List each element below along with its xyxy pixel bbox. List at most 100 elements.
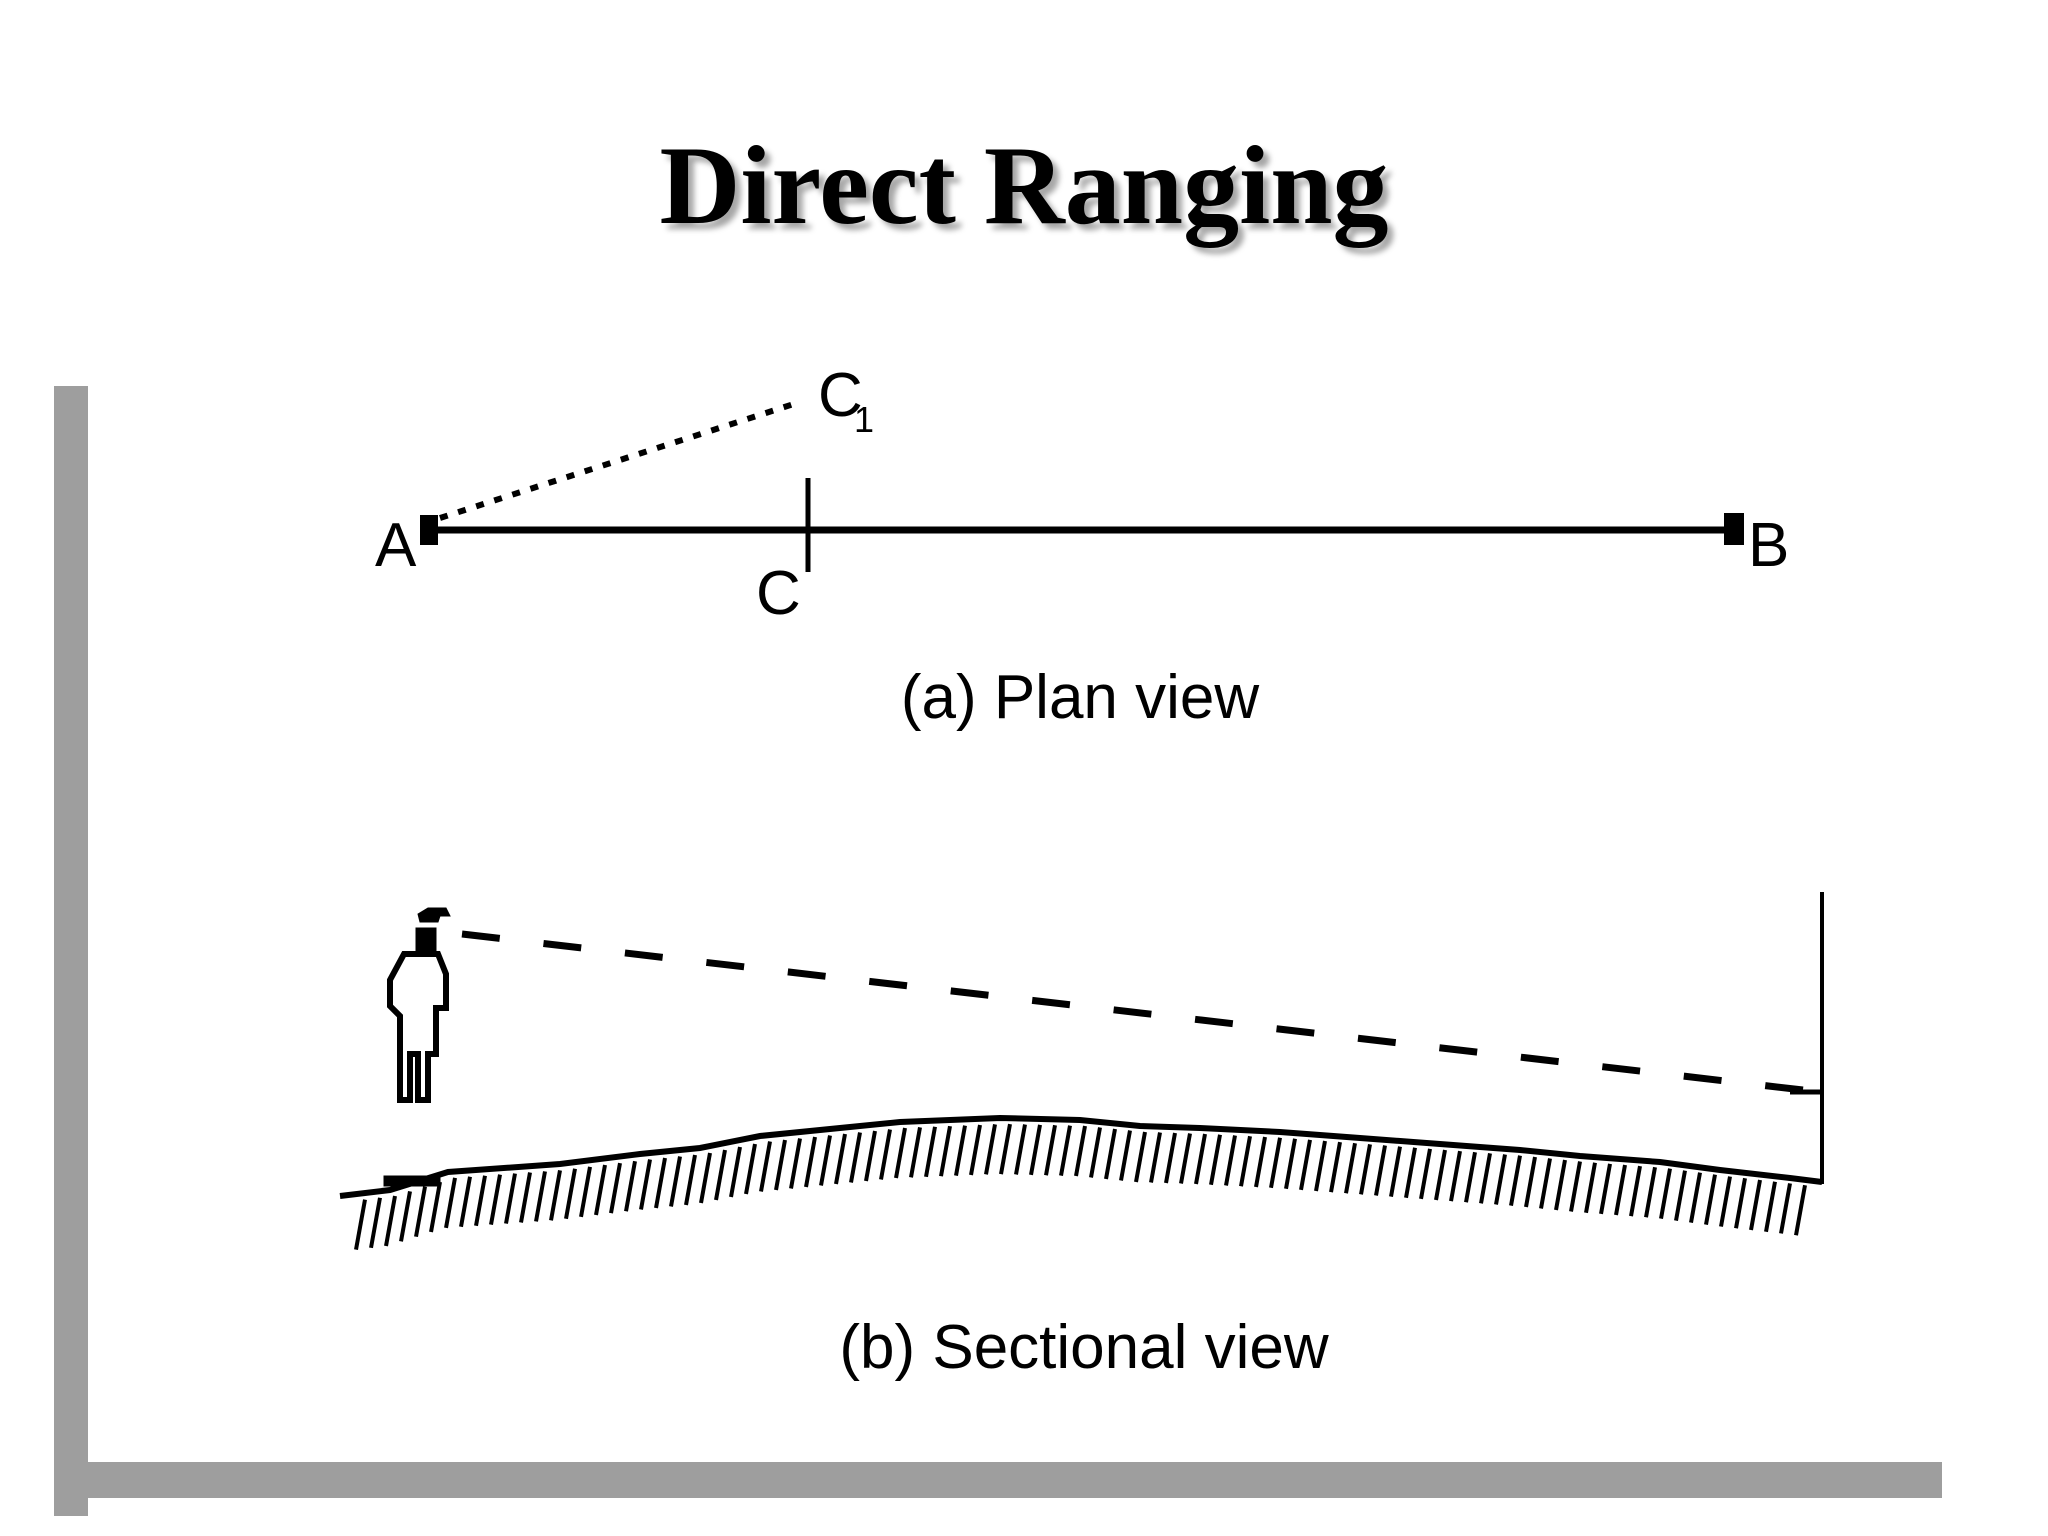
- ground-hatch-stroke: [759, 1141, 772, 1192]
- ground-hatch-stroke: [1509, 1155, 1522, 1206]
- ground-hatch-stroke: [504, 1173, 517, 1224]
- ground-hatch-stroke: [849, 1132, 862, 1183]
- sectional-view: (b) Sectional view: [339, 892, 1824, 1382]
- ground-hatch-stroke: [939, 1125, 952, 1177]
- sectional-view-caption: (b) Sectional view: [839, 1313, 1329, 1382]
- ground-hatch-stroke: [984, 1124, 997, 1175]
- ground-hatch-stroke: [1464, 1151, 1477, 1203]
- observer-figure: [383, 907, 451, 1187]
- ground-hatch-stroke: [1239, 1135, 1252, 1187]
- ground-hatch-stroke: [384, 1195, 397, 1247]
- ground-hatch-stroke: [639, 1159, 652, 1210]
- ground-hatch-stroke: [459, 1176, 472, 1228]
- ground-hatch-stroke: [1494, 1154, 1507, 1205]
- plan-view-caption: (a) Plan view: [901, 663, 1260, 732]
- ground-hatch-stroke: [1479, 1153, 1492, 1204]
- ground-hatch-stroke: [1614, 1164, 1627, 1216]
- ground-hatch-stroke: [1074, 1125, 1087, 1177]
- ground-hatch-stroke: [1269, 1137, 1282, 1189]
- ground-hatch-stroke: [864, 1130, 877, 1182]
- ground-surface: [339, 1114, 1823, 1199]
- ground-hatch-stroke: [1434, 1149, 1447, 1201]
- ground-hatch-stroke: [1179, 1133, 1192, 1184]
- ground-hatch-stroke: [1419, 1148, 1432, 1200]
- ground-hatch-stroke: [774, 1139, 787, 1191]
- ground-hatch-stroke: [804, 1136, 817, 1188]
- ground-hatch-stroke: [549, 1170, 562, 1221]
- ground-hatch-stroke: [354, 1199, 367, 1250]
- point-c1-subscript: 1: [854, 399, 874, 440]
- ground-hatch-stroke: [1794, 1184, 1807, 1236]
- ground-hatch-stroke: [1314, 1140, 1327, 1192]
- ground-hatch-stroke: [1764, 1181, 1777, 1233]
- ground-hatch-stroke: [729, 1146, 742, 1198]
- ground-hatch-stroke: [1194, 1133, 1207, 1185]
- ground-hatch-stroke: [1224, 1135, 1237, 1186]
- ground-hatch-stroke: [1014, 1124, 1027, 1175]
- ground-hatching: [354, 1123, 1807, 1250]
- ground-hatch-stroke: [1524, 1156, 1537, 1208]
- ground-hatch-stroke: [894, 1127, 907, 1179]
- ground-hatch-stroke: [969, 1124, 982, 1176]
- ground-hatch-stroke: [444, 1177, 457, 1229]
- point-c-label: C: [756, 559, 801, 628]
- ground-hatch-stroke: [1119, 1130, 1132, 1181]
- ground-hatch-stroke: [999, 1123, 1012, 1175]
- ground-hatch-stroke: [1149, 1132, 1162, 1183]
- ground-hatch-stroke: [714, 1149, 727, 1201]
- slide-title: Direct Ranging: [659, 124, 1389, 248]
- frame-shadow-left: [54, 386, 88, 1516]
- point-b-label: B: [1748, 511, 1789, 580]
- ground-hatch-stroke: [654, 1157, 667, 1209]
- ground-hatch-stroke: [1044, 1124, 1057, 1176]
- ground-hatch-stroke: [1674, 1170, 1687, 1222]
- line-of-sight: [461, 930, 1821, 1096]
- ground-hatch-stroke: [534, 1171, 547, 1222]
- ground-hatch-stroke: [1554, 1159, 1567, 1211]
- ground-hatch-stroke: [1779, 1183, 1792, 1234]
- ground-hatch-stroke: [1719, 1176, 1732, 1227]
- plan-view: A B C C 1 (a) Plan view: [375, 361, 1789, 732]
- ground-hatch-stroke: [1374, 1145, 1387, 1196]
- ground-hatch-stroke: [1284, 1138, 1297, 1190]
- ground-hatch-stroke: [699, 1152, 712, 1204]
- ground-hatch-stroke: [1389, 1146, 1402, 1197]
- ground-hatch-stroke: [1104, 1128, 1117, 1180]
- ground-hatch-stroke: [1584, 1162, 1597, 1214]
- ground-hatch-stroke: [1734, 1177, 1747, 1229]
- ground-hatch-stroke: [564, 1168, 577, 1220]
- ground-hatch-stroke: [1329, 1141, 1342, 1193]
- ground-hatch-stroke: [924, 1126, 937, 1178]
- ground-hatch-stroke: [954, 1125, 967, 1176]
- ground-hatch-stroke: [1059, 1125, 1072, 1176]
- ground-hatch-stroke: [1749, 1179, 1762, 1231]
- ground-hatch-stroke: [789, 1138, 802, 1189]
- ground-hatch-stroke: [1689, 1172, 1702, 1224]
- ground-hatch-stroke: [1659, 1168, 1672, 1220]
- diagram-frame: [88, 386, 2008, 1462]
- station-b-marker: [1724, 513, 1744, 545]
- ground-hatch-stroke: [1164, 1132, 1177, 1184]
- ground-hatch-stroke: [1209, 1134, 1222, 1186]
- ground-hatch-stroke: [744, 1143, 757, 1195]
- ground-hatch-stroke: [684, 1154, 697, 1206]
- ground-hatch-stroke: [489, 1174, 502, 1225]
- ground-hatch-stroke: [1539, 1158, 1552, 1209]
- ground-hatch-stroke: [474, 1175, 487, 1227]
- ground-hatch-stroke: [1299, 1139, 1312, 1191]
- ground-hatch-stroke: [1134, 1131, 1147, 1183]
- ground-hatch-stroke: [834, 1133, 847, 1185]
- ground-hatch-stroke: [1029, 1124, 1042, 1176]
- ground-hatch-stroke: [624, 1160, 637, 1212]
- ground-hatch-stroke: [609, 1162, 622, 1214]
- ground-hatch-stroke: [1449, 1150, 1462, 1202]
- ground-hatch-stroke: [369, 1197, 382, 1249]
- ground-hatch-stroke: [1359, 1144, 1372, 1195]
- ground-hatch-stroke: [1254, 1136, 1267, 1188]
- ground-hatch-stroke: [819, 1135, 832, 1186]
- ground-hatch-stroke: [1089, 1127, 1102, 1178]
- station-a-marker: [420, 515, 438, 545]
- ground-hatch-stroke: [579, 1166, 592, 1218]
- ground-hatch-stroke: [1344, 1142, 1357, 1194]
